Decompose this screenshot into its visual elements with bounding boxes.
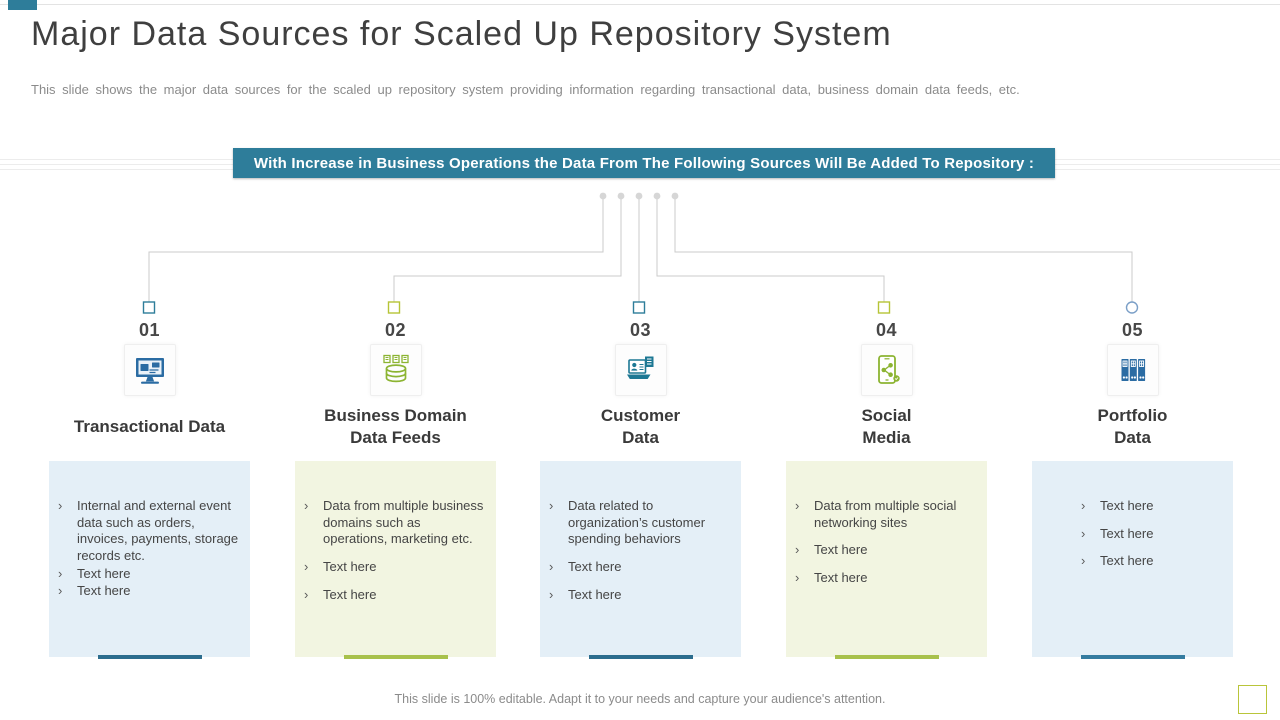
connector-lines <box>148 199 1133 302</box>
chevron-bullet-icon: › <box>304 498 309 513</box>
column-title: Business Domain Data Feeds <box>324 405 467 447</box>
chevron-bullet-icon: › <box>58 498 63 513</box>
laptop-customer-profile-icon <box>626 356 653 379</box>
connector-dots <box>599 192 679 200</box>
connector-tree <box>142 192 1139 314</box>
chevron-bullet-icon: › <box>795 542 800 558</box>
card-accent-bar <box>588 655 693 659</box>
icon-box <box>1106 344 1159 396</box>
icon-box <box>614 344 667 396</box>
bullet-list: ›Internal and external event data such a… <box>58 498 242 600</box>
icon-box <box>123 344 176 396</box>
bullet-list: ›Data from multiple social networking si… <box>795 498 979 587</box>
column-card: ›Data from multiple social networking si… <box>786 461 987 659</box>
list-item: ›Text here <box>1081 553 1154 569</box>
archive-binders-icon <box>1121 359 1145 381</box>
list-item: ›Text here <box>795 569 868 585</box>
column-number: 03 <box>629 320 652 340</box>
list-item: ›Text here <box>549 558 622 574</box>
chevron-bullet-icon: › <box>795 569 800 585</box>
list-item: ›Text here <box>795 542 868 558</box>
column-marker-square-2 <box>387 301 401 314</box>
list-item: ›Text here <box>549 586 622 602</box>
bullet-list: ›Data from multiple business domains suc… <box>304 498 488 603</box>
column-title: Transactional Data <box>73 416 226 436</box>
card-accent-bar <box>834 655 939 659</box>
chevron-bullet-icon: › <box>58 583 63 599</box>
column-card: ›Internal and external event data such a… <box>49 461 250 659</box>
list-item: ›Data related to organization’s customer… <box>549 498 706 547</box>
list-item: ›Text here <box>58 565 131 581</box>
column-title: Portfolio Data <box>1097 405 1168 447</box>
chevron-bullet-icon: › <box>304 586 309 602</box>
bullet-list: ›Data related to organization’s customer… <box>549 498 733 603</box>
chevron-bullet-icon: › <box>1081 498 1086 513</box>
list-item: ›Text here <box>304 558 377 574</box>
column-portfolio-data: 05 Portfolio <box>1032 320 1233 659</box>
column-number: 02 <box>384 320 407 340</box>
top-divider-line <box>0 4 1280 5</box>
column-marker-square-1 <box>142 301 156 314</box>
column-marker-circle-5 <box>1125 301 1139 314</box>
chevron-bullet-icon: › <box>795 498 800 513</box>
column-card: ›Data related to organization’s customer… <box>540 461 741 659</box>
column-title: Customer Data <box>600 405 681 447</box>
column-marker-square-4 <box>877 301 891 314</box>
list-item: ›Text here <box>58 583 131 599</box>
column-title: Social Media <box>861 405 912 447</box>
column-business-domain-data-feeds: 02 Business Domain Data Feeds ›Data from… <box>295 320 496 659</box>
top-left-accent-tab <box>8 0 37 10</box>
list-item: ›Text here <box>304 586 377 602</box>
chevron-bullet-icon: › <box>549 558 554 574</box>
chevron-bullet-icon: › <box>1081 553 1086 569</box>
page-title: Major Data Sources for Scaled Up Reposit… <box>31 15 892 53</box>
list-item: ›Text here <box>1081 525 1154 541</box>
bottom-right-accent-square <box>1238 685 1267 714</box>
smartphone-share-network-icon <box>877 355 900 384</box>
card-accent-bar <box>1080 655 1185 659</box>
database-stack-files-icon <box>382 354 409 383</box>
footer-note: This slide is 100% editable. Adapt it to… <box>394 692 886 706</box>
desktop-monitor-transactions-icon <box>135 358 164 384</box>
page-subtitle: This slide shows the major data sources … <box>31 82 1020 97</box>
column-card: ›Data from multiple business domains suc… <box>295 461 496 659</box>
list-item: ›Text here <box>1081 498 1154 513</box>
chevron-bullet-icon: › <box>58 565 63 581</box>
column-transactional-data: 01 Transactional Data ›Internal and exte… <box>49 320 250 659</box>
chevron-bullet-icon: › <box>549 498 554 513</box>
list-item: ›Internal and external event data such a… <box>58 498 239 563</box>
card-accent-bar <box>343 655 448 659</box>
column-number: 05 <box>1121 320 1144 340</box>
icon-box <box>369 344 422 396</box>
banner-heading: With Increase in Business Operations the… <box>233 148 1055 178</box>
icon-box <box>860 344 913 396</box>
column-customer-data: 03 Customer Data ›Data related to organi… <box>540 320 741 659</box>
column-number: 04 <box>875 320 898 340</box>
chevron-bullet-icon: › <box>304 558 309 574</box>
bullet-list: ›Text here ›Text here ›Text here <box>1081 498 1225 570</box>
column-card: ›Text here ›Text here ›Text here <box>1032 461 1233 659</box>
chevron-bullet-icon: › <box>549 586 554 602</box>
card-accent-bar <box>97 655 202 659</box>
list-item: ›Data from multiple social networking si… <box>795 498 957 530</box>
column-social-media: 04 Social Media ›Data from multiple soci… <box>786 320 987 659</box>
list-item: ›Data from multiple business domains suc… <box>304 498 484 547</box>
chevron-bullet-icon: › <box>1081 525 1086 541</box>
column-marker-square-3 <box>632 301 646 314</box>
column-number: 01 <box>138 320 161 340</box>
